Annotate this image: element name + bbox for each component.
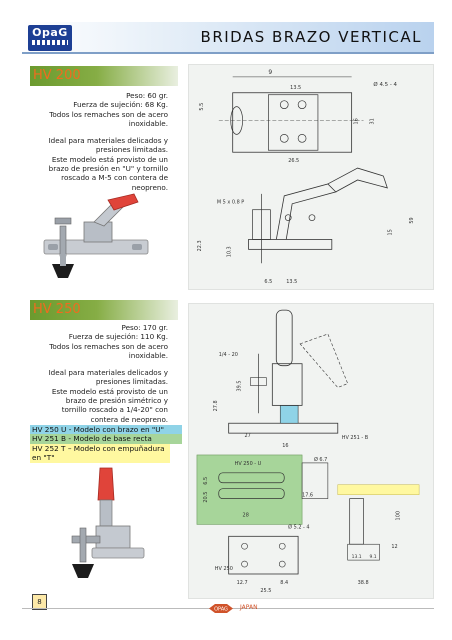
clamp-force-text: Fuerza de sujeción: 68 Kg.: [73, 100, 168, 110]
dim-38-8: 38.8: [358, 580, 369, 586]
dim-hole-5-2: Ø 5.2 - 4: [288, 523, 309, 530]
dim-15: 15: [387, 229, 393, 235]
dim-8-4: 8.4: [280, 580, 288, 586]
rivets-text: Todos los remaches son de acero inoxidab…: [49, 341, 168, 360]
dim-39-5: 39.5: [237, 380, 243, 391]
description-hv200: Peso: 60 gr. Fuerza de sujeción: 68 Kg. …: [40, 91, 168, 192]
dim-26-5: 26.5: [288, 158, 299, 164]
spacer: [40, 128, 168, 136]
company-logo: OpaG: [28, 25, 72, 51]
dim-thread: M 5 x 0.8 P: [217, 200, 244, 206]
dim-5-5: 5.5: [199, 103, 205, 111]
dim-6-5: 6.5: [203, 477, 209, 485]
label-hv250u: HV 250 - U: [235, 461, 262, 467]
dim-22-3: 22.3: [197, 240, 203, 251]
variant-hv250u: HV 250 U - Modelo con brazo en "U": [30, 425, 182, 435]
dim-12-7: 12.7: [237, 580, 248, 586]
logo-stripe: [32, 40, 68, 45]
variant-hv251b: HV 251 B - Modelo de base recta: [30, 434, 182, 444]
spacer: [40, 360, 168, 368]
dim-17-6: 17.6: [302, 493, 313, 499]
dim-59: 59: [409, 217, 415, 223]
dim-thread-1-4: 1/4 - 20: [219, 352, 238, 358]
dim-31: 31: [369, 118, 375, 124]
clamp-force-text: Fuerza de sujeción: 110 Kg.: [68, 332, 168, 342]
dim-6-5: 6.5: [264, 279, 272, 285]
dim-overall-width: 9: [268, 69, 272, 76]
model-detail-text: Este modelo está provisto de un brazo de…: [48, 154, 168, 192]
weight-text: Peso: 60 gr.: [126, 91, 168, 100]
label-hv251b: HV 251 - B: [342, 435, 369, 441]
hv250-product-photo: [71, 467, 145, 578]
usage-text: Ideal para materiales delicados y presio…: [48, 368, 168, 387]
dim-12: 12: [391, 544, 397, 550]
dim-20-5: 20.5: [203, 492, 209, 503]
usage-text: Ideal para materiales delicados y presio…: [48, 136, 168, 155]
section-title-hv250: HV 250: [30, 300, 178, 320]
dim-13-5-b: 13.5: [286, 279, 297, 285]
page-title: BRIDAS BRAZO VERTICAL: [200, 28, 422, 46]
dim-16: 16: [282, 443, 288, 449]
dim-13-5: 13.5: [290, 85, 301, 91]
variant-hv252t: HV 252 T – Modelo con empuñadura en "T": [30, 443, 170, 463]
dim-hole-spec: Ø 4.5 - 4: [373, 81, 397, 88]
label-hv250: HV 250: [215, 566, 233, 572]
dim-13-1: 13.1: [352, 554, 362, 560]
dim-27: 27: [245, 433, 251, 439]
hv200-technical-drawing: 9 Ø 4.5 - 4 13.5 26.5 5.5 16 31 M 5 x 0.…: [188, 64, 434, 290]
hv200-product-photo: [43, 193, 149, 278]
dim-28: 28: [243, 512, 249, 518]
footer-country: JAPAN: [240, 604, 258, 611]
section-title-hv200: HV 200: [30, 66, 178, 86]
variant-list: HV 250 U - Modelo con brazo en "U" HV 25…: [30, 425, 182, 463]
dim-hole-6-7: Ø 6.7: [314, 456, 327, 463]
model-detail-text: Este modelo está provisto de un brazo de…: [51, 386, 168, 424]
page-header: OpaG BRIDAS BRAZO VERTICAL: [22, 22, 434, 54]
dim-25-5: 25.5: [260, 588, 271, 594]
rivets-text: Todos los remaches son de acero inoxidab…: [49, 109, 168, 128]
dim-100: 100: [395, 511, 401, 520]
hv250-technical-drawing: 1/4 - 20 39.5 27.8 27 16 HV 251 - B HV 2…: [188, 303, 434, 599]
dim-10-3: 10.3: [227, 246, 233, 257]
footer-brand-text: OPAG: [214, 607, 228, 613]
dim-27-8: 27.8: [213, 400, 219, 411]
weight-text: Peso: 170 gr.: [121, 323, 169, 332]
page-number: 8: [32, 594, 47, 610]
logo-text: OpaG: [32, 26, 68, 39]
dim-9-1: 9.1: [370, 554, 377, 560]
footer-brand-logo: OPAG: [209, 604, 233, 613]
dim-16: 16: [354, 118, 360, 124]
description-hv250: Peso: 170 gr. Fuerza de sujeción: 110 Kg…: [40, 323, 168, 424]
